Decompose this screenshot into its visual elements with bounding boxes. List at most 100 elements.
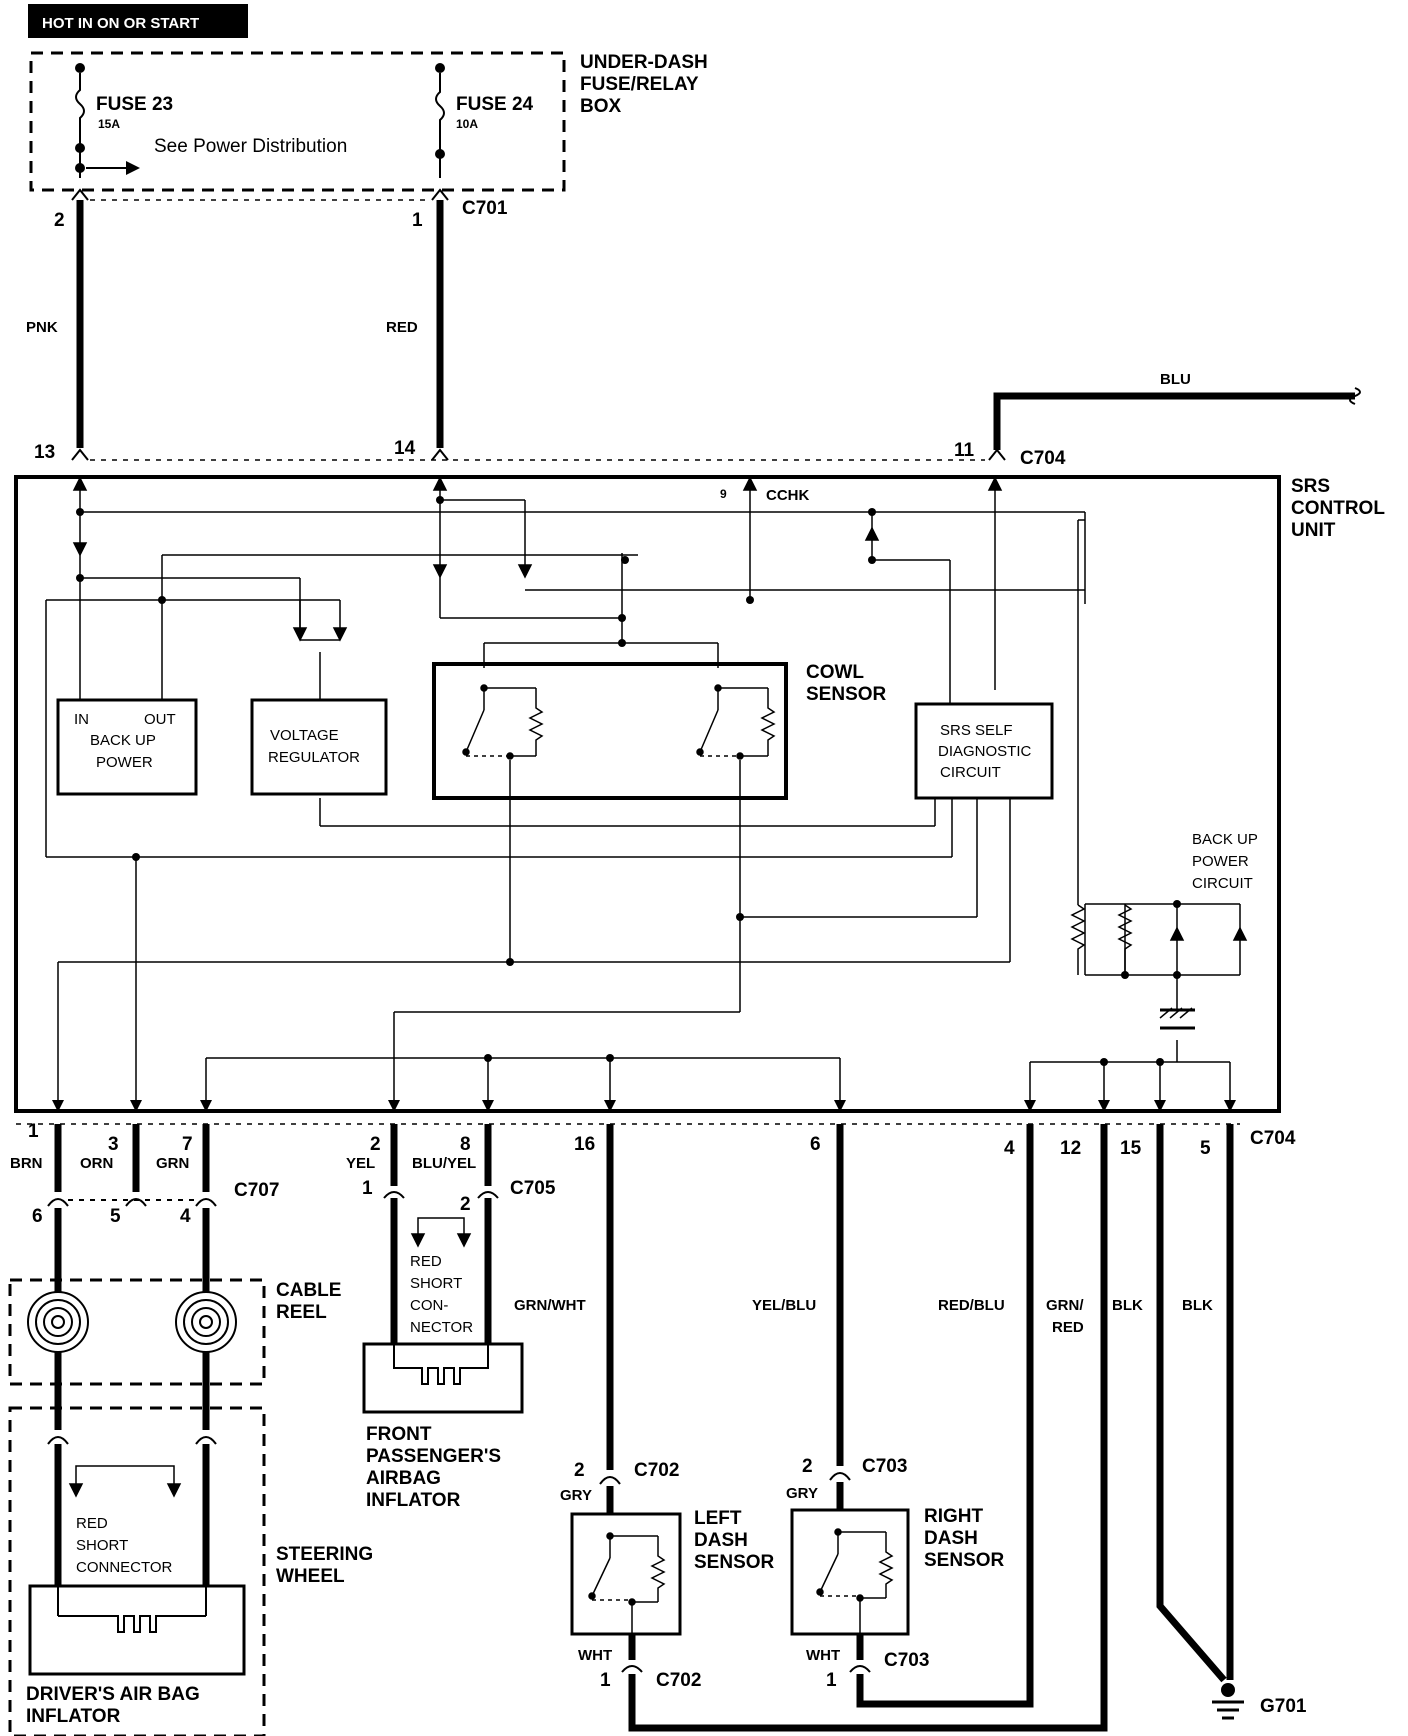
wire-label-brn: BRN bbox=[10, 1155, 43, 1172]
wire-label-wht-right: WHT bbox=[806, 1647, 840, 1664]
pin-c702-2: 2 bbox=[574, 1460, 585, 1481]
backup-label-2: POWER bbox=[96, 754, 153, 771]
connector-c707: C707 bbox=[234, 1180, 279, 1201]
wire-label-pnk: PNK bbox=[26, 319, 58, 336]
pin-c707-4: 4 bbox=[180, 1206, 191, 1227]
c707-connector-icon bbox=[47, 1198, 217, 1207]
right-label-3: SENSOR bbox=[924, 1550, 1005, 1571]
connector-c705: C705 bbox=[510, 1178, 556, 1199]
fuse-24-rating: 10A bbox=[456, 117, 478, 131]
cchk-label: CCHK bbox=[766, 487, 809, 504]
steering-wheel-box bbox=[8, 1406, 266, 1736]
connector-c702-top: C702 bbox=[634, 1460, 679, 1481]
srs-title-1: SRS bbox=[1291, 476, 1330, 497]
srs-internal-circuit bbox=[45, 476, 1241, 1110]
pin-c703-1: 1 bbox=[826, 1670, 837, 1691]
right-dash-sensor-box bbox=[790, 1508, 910, 1636]
bpc-label-3: CIRCUIT bbox=[1192, 875, 1253, 892]
pin-b7: 7 bbox=[182, 1134, 193, 1155]
wire-label-grn-red-2: RED bbox=[1052, 1319, 1084, 1336]
fuse-24-name: FUSE 24 bbox=[456, 94, 534, 115]
wire-label-blk-2: BLK bbox=[1182, 1297, 1213, 1314]
srs-top-connector-icon bbox=[71, 448, 1006, 461]
pin-srs-9: 9 bbox=[720, 487, 727, 501]
fuse-23-icon bbox=[75, 63, 140, 178]
fuse-23-rating: 15A bbox=[98, 117, 120, 131]
pass-short-label-3: CON- bbox=[410, 1297, 448, 1314]
fuse-relay-box bbox=[29, 51, 566, 192]
pin-c707-6: 6 bbox=[32, 1206, 43, 1227]
c703-bottom-connector-icon bbox=[849, 1665, 871, 1673]
left-dash-sensor-switch-icon bbox=[588, 1532, 666, 1634]
wire-blu bbox=[993, 392, 1355, 450]
driver-short-label-3: CONNECTOR bbox=[76, 1559, 173, 1576]
driver-label-2: INFLATOR bbox=[26, 1706, 121, 1727]
wire-label-orn: ORN bbox=[80, 1155, 113, 1172]
c705-connector-icon bbox=[383, 1191, 499, 1199]
cable-reel-box bbox=[8, 1278, 266, 1386]
fuse-box-title-2: FUSE/RELAY bbox=[580, 74, 699, 95]
right-label-1: RIGHT bbox=[924, 1506, 984, 1527]
driver-label-1: DRIVER'S AIR BAG bbox=[26, 1684, 200, 1705]
pin-b5: 5 bbox=[1200, 1138, 1211, 1159]
steering-label-1: STEERING bbox=[276, 1544, 373, 1565]
passenger-inflator-element-icon bbox=[393, 1344, 489, 1385]
diag-label-2: DIAGNOSTIC bbox=[938, 743, 1032, 760]
bpc-label-2: POWER bbox=[1192, 853, 1249, 870]
pin-srs-14: 14 bbox=[394, 438, 416, 459]
cowl-label-2: SENSOR bbox=[806, 684, 887, 705]
passenger-inflator-box bbox=[362, 1342, 524, 1414]
backup-label-1: BACK UP bbox=[90, 732, 156, 749]
backup-out-label: OUT bbox=[144, 711, 176, 728]
fuse-24-icon bbox=[435, 63, 445, 178]
connector-c704-top: C704 bbox=[1020, 448, 1066, 469]
passenger-short-connector-icon bbox=[410, 1217, 472, 1248]
srs-self-diagnostic-box bbox=[914, 702, 1054, 800]
wire-label-blu-yel: BLU/YEL bbox=[412, 1155, 476, 1172]
driver-short-label-2: SHORT bbox=[76, 1537, 128, 1554]
srs-junction-dots bbox=[76, 496, 1181, 1066]
wire-red-blu bbox=[856, 1124, 1034, 1708]
wire-label-blk-1: BLK bbox=[1112, 1297, 1143, 1314]
cowl-switch-icon bbox=[462, 684, 776, 760]
pass-short-label-1: RED bbox=[410, 1253, 442, 1270]
driver-short-label-1: RED bbox=[76, 1515, 108, 1532]
pin-c701-1: 1 bbox=[412, 210, 423, 231]
right-label-2: DASH bbox=[924, 1528, 978, 1549]
c703-top-connector-icon bbox=[829, 1472, 851, 1481]
pin-b15: 15 bbox=[1120, 1138, 1142, 1159]
wire-grn-red bbox=[628, 1124, 1108, 1732]
wire-label-red: RED bbox=[386, 319, 418, 336]
ground-g701: G701 bbox=[1260, 1696, 1307, 1717]
driver-inflator-element-icon bbox=[58, 1615, 206, 1633]
wire-label-grn-red-1: GRN/ bbox=[1046, 1297, 1084, 1314]
connector-c701: C701 bbox=[462, 198, 508, 219]
backup-circuit-components-icon bbox=[1070, 904, 1248, 1030]
diag-label-3: CIRCUIT bbox=[940, 764, 1001, 781]
pin-b16: 16 bbox=[574, 1134, 595, 1155]
pin-c705-1: 1 bbox=[362, 1178, 373, 1199]
pass-short-label-2: SHORT bbox=[410, 1275, 462, 1292]
wire-label-yel: YEL bbox=[346, 1155, 375, 1172]
fuse-box-title-3: BOX bbox=[580, 96, 622, 117]
srs-control-unit-box bbox=[14, 475, 1281, 1113]
pass-label-1: FRONT bbox=[366, 1424, 432, 1445]
srs-output-arrows bbox=[52, 1100, 1236, 1112]
left-label-1: LEFT bbox=[694, 1508, 742, 1529]
pin-srs-13: 13 bbox=[34, 442, 55, 463]
pin-b6: 6 bbox=[810, 1134, 821, 1155]
steering-connector-icon bbox=[47, 1436, 217, 1445]
fuse-box-title-1: UNDER-DASH bbox=[580, 52, 708, 73]
left-dash-sensor-box bbox=[570, 1512, 682, 1636]
left-label-2: DASH bbox=[694, 1530, 748, 1551]
driver-inflator-box bbox=[28, 1584, 246, 1676]
connector-c702-bottom: C702 bbox=[656, 1670, 701, 1691]
pass-short-label-4: NECTOR bbox=[410, 1319, 473, 1336]
pin-c705-2: 2 bbox=[460, 1194, 471, 1215]
pin-b4: 4 bbox=[1004, 1138, 1015, 1159]
cowl-sensor-box bbox=[432, 662, 788, 800]
pass-label-2: PASSENGER'S bbox=[366, 1446, 501, 1467]
wire-label-gry-left: GRY bbox=[560, 1487, 592, 1504]
c702-bottom-connector-icon bbox=[621, 1665, 643, 1673]
